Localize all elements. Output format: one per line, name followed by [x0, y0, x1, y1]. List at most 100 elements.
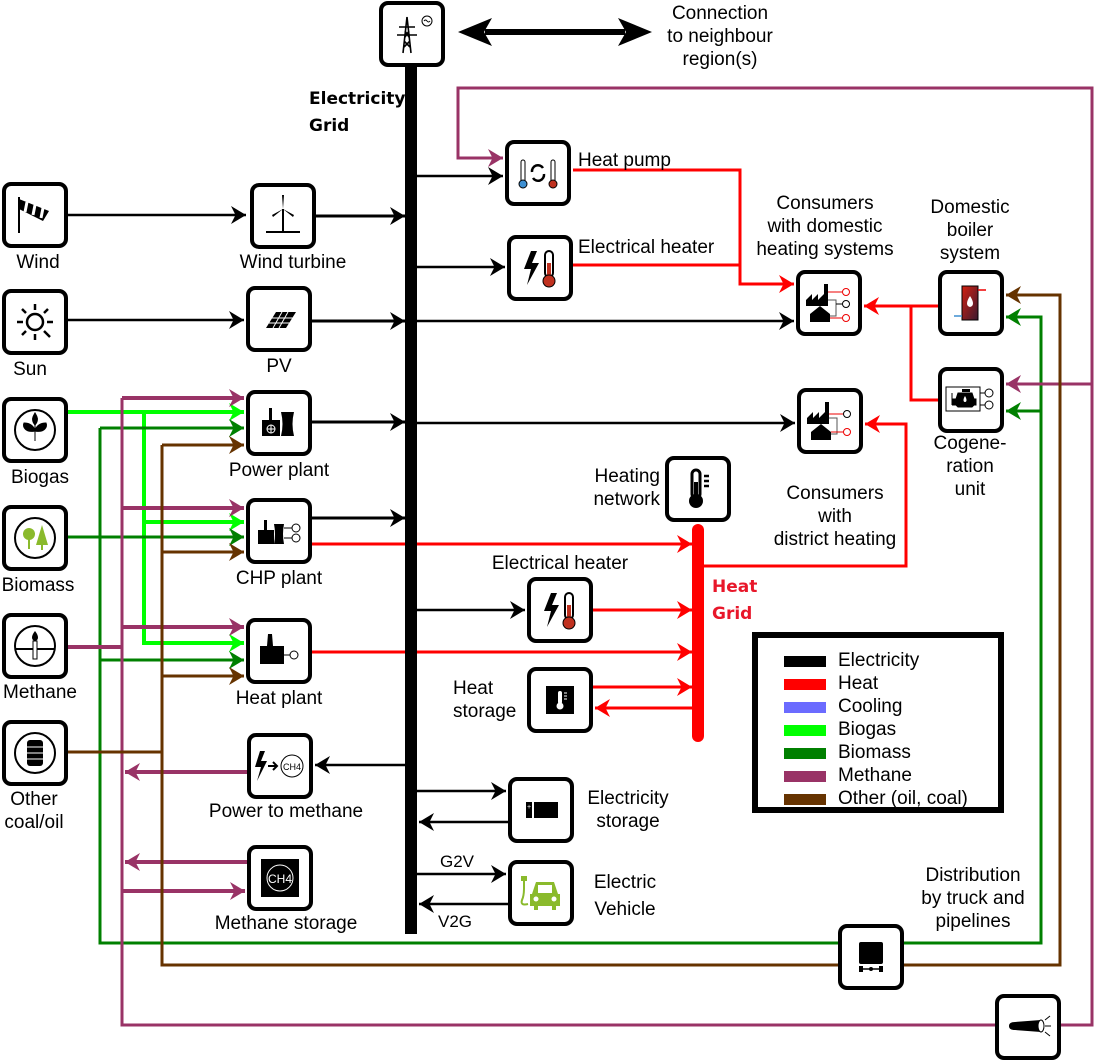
methane-trunk-line [120, 398, 995, 1027]
biomass-trunk-line [98, 428, 838, 945]
boiler-to-consumers-line-arrowhead [864, 297, 879, 315]
sun-label: Sun [13, 359, 47, 380]
electrical-heater-top-node[interactable] [507, 235, 573, 301]
electricity-grid-bus [405, 64, 417, 934]
wind-node[interactable] [2, 182, 68, 248]
grid-to-electrical-heater-top-line-arrowhead [490, 258, 505, 276]
grid-to-consumers-district-line-arrowhead [780, 414, 795, 432]
cogeneration-node[interactable] [938, 367, 1004, 433]
biomass-to-chp-line-arrowhead [229, 528, 244, 546]
pipeline-node[interactable] [995, 994, 1061, 1060]
heat-grid-line2: Grid [712, 604, 753, 624]
heat-grid-line1: Heat [712, 577, 758, 597]
consumers-district-line1: Consumers [786, 483, 884, 504]
biogas-to-chp-line-arrowhead [229, 513, 244, 531]
legend-swatch [784, 747, 826, 759]
electricity-storage-node[interactable]: + [508, 777, 574, 843]
power-plant-label: Power plant [228, 460, 330, 481]
domestic-boiler-node[interactable] [938, 270, 1004, 336]
biomass-node[interactable] [2, 505, 68, 571]
consumers-domestic-line2: with domestic [767, 216, 883, 237]
heating-network-line1: Heating [594, 466, 661, 487]
methane-storage-node[interactable]: CH4 [247, 845, 313, 911]
legend-swatch [784, 724, 826, 736]
methane-node[interactable] [2, 613, 68, 679]
electricity-grid-label-line1: Electricity [309, 89, 406, 109]
power-to-methane-node[interactable]: CH4 [247, 733, 313, 799]
biogas-leaf-icon [14, 409, 56, 451]
consumers-domestic-node[interactable] [796, 270, 862, 336]
legend-label: Other (oil, coal) [838, 788, 968, 809]
boiler-icon [954, 285, 986, 321]
power-to-methane-out-line-arrowhead [125, 763, 140, 781]
power-to-methane-icon: CH4 [255, 751, 304, 781]
grid-connection-node[interactable] [379, 1, 445, 67]
heat-plant-to-heat-grid-line-arrowhead [677, 643, 692, 661]
heating-network-node[interactable] [665, 456, 731, 522]
sun-node[interactable] [2, 289, 68, 355]
power-plant-icon [262, 408, 294, 436]
domestic-boiler-line3: system [939, 243, 1001, 264]
other-trunk-line [160, 445, 838, 967]
consumers-district-line2: with [818, 506, 852, 527]
heat-storage-to-grid-line-arrowhead [677, 678, 692, 696]
distribution-line1: Distribution [925, 865, 1021, 886]
v2g-label: V2G [438, 912, 473, 931]
legend-item: Heat [784, 673, 878, 695]
power-plant-to-grid-line-arrowhead [390, 413, 405, 431]
biogas-node[interactable] [2, 397, 68, 463]
methane-to-power-plant-line-arrowhead [229, 389, 244, 407]
chp-plant-icon [258, 520, 301, 544]
truck-to-boiler-other-line-arrowhead [1006, 286, 1021, 304]
pipeline-up-line-arrowhead [488, 149, 503, 167]
g2v-line-arrowhead [491, 865, 506, 883]
biogas-label: Biogas [10, 467, 70, 488]
neighbour-connection-arrow [458, 18, 652, 46]
electric-vehicle-node[interactable] [508, 860, 574, 926]
truck-node[interactable] [838, 924, 904, 990]
distribution-line2: by truck and [921, 888, 1025, 909]
wind-turbine-node[interactable] [250, 183, 316, 249]
heat-plant-label: Heat plant [235, 688, 323, 709]
heat-plant-node[interactable] [246, 618, 312, 684]
heat-pump-to-consumers-line-arrowhead [779, 275, 794, 293]
electric-car-icon [520, 876, 560, 910]
consumers-district-node[interactable] [797, 388, 863, 454]
grid-to-electricity-storage-line-arrowhead [491, 782, 506, 800]
truck-icon [859, 942, 883, 972]
power-plant-node[interactable] [246, 390, 312, 456]
heat-pump-label: Heat pump [578, 150, 671, 171]
cogeneration-line1: Cogene- [933, 433, 1007, 454]
truck-to-boiler-other-line [904, 293, 1062, 967]
heat-storage-line2: storage [453, 701, 517, 722]
heat-storage-node[interactable] [527, 667, 593, 733]
other-coal-oil-node[interactable] [2, 720, 68, 786]
heat-pump-node[interactable] [505, 140, 571, 206]
legend-label: Methane [838, 765, 912, 786]
electricity-storage-line2: storage [596, 811, 660, 832]
consumers-domestic-line1: Consumers [776, 193, 874, 214]
electrical-heater-bottom-node[interactable] [527, 577, 593, 643]
truck-to-boiler-biomass-line-arrowhead [1006, 308, 1021, 326]
heat-storage-icon [546, 686, 574, 714]
legend-label: Biogas [838, 719, 897, 740]
other-to-chp-line-arrowhead [229, 543, 244, 561]
pipeline-up-line [456, 86, 1094, 1027]
domestic-boiler-line1: Domestic [930, 197, 1010, 218]
grid-to-heat-storage-line-arrowhead [595, 699, 610, 717]
grid-to-consumers-domestic-line-arrowhead [779, 312, 794, 330]
transmission-tower-icon [397, 15, 433, 54]
factory-house-icon [806, 284, 850, 322]
cogen-heat-line [909, 306, 938, 402]
electric-vehicle-line1: Electric [593, 872, 657, 893]
heat-pump-icon [518, 159, 558, 189]
chp-plant-node[interactable] [246, 498, 312, 564]
windsock-icon [18, 197, 49, 233]
electrical-heater-icon [544, 592, 576, 630]
pv-node[interactable] [246, 286, 312, 352]
